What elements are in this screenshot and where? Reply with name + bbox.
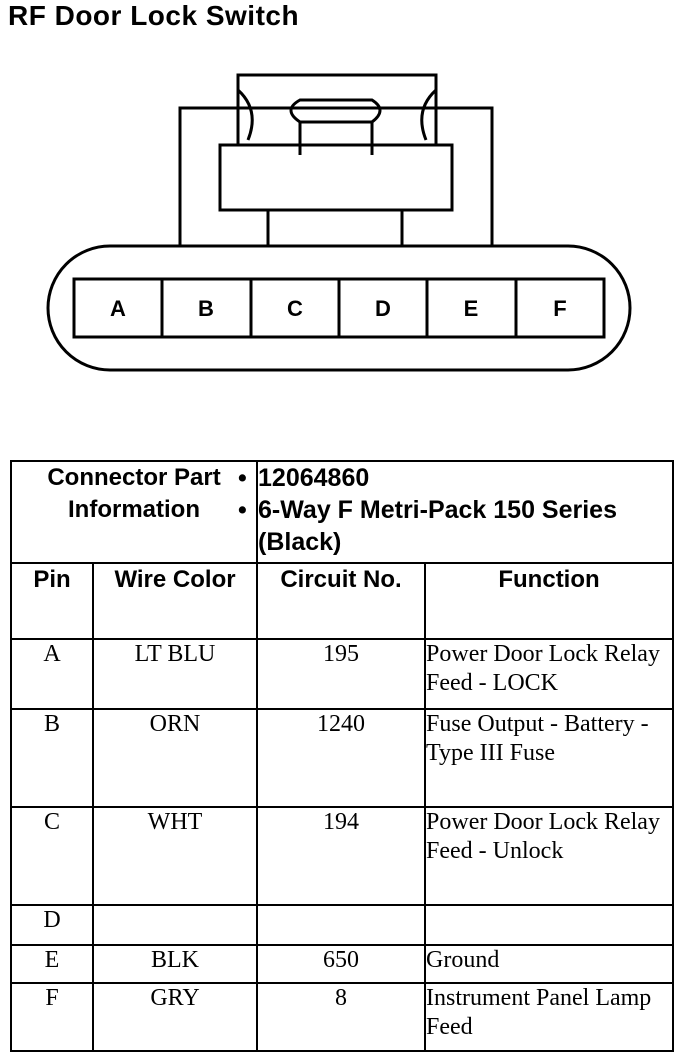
part-info-values: •12064860 •6-Way F Metri-Pack 150 Series…: [238, 460, 675, 564]
circuit-cell: 8: [256, 982, 427, 1052]
connector-pin-d: D: [375, 296, 391, 321]
part-info-row: Connector Part Information •12064860 •6-…: [9, 460, 675, 564]
part-description-text: 6-Way F Metri-Pack 150 Series (Black): [258, 496, 617, 556]
part-info-label: Connector Part Information: [9, 460, 259, 564]
connector-pin-f: F: [553, 296, 566, 321]
circuit-cell: 195: [256, 638, 427, 710]
pin-cell: C: [10, 806, 94, 906]
function-cell: Power Door Lock Relay Feed - Unlock: [424, 806, 675, 906]
wire-color-cell: GRY: [91, 982, 259, 1052]
pin-cell: F: [10, 982, 94, 1052]
latch-tab: [289, 98, 382, 124]
part-number: •12064860: [238, 464, 370, 492]
connector-pin-a: A: [110, 296, 126, 321]
part-number-text: 12064860: [258, 464, 370, 492]
circuit-cell: 650: [256, 944, 427, 984]
connector-latch: [236, 73, 438, 147]
connector-pin-b: B: [198, 296, 214, 321]
header-pin: Pin: [10, 562, 94, 640]
pin-cell: B: [10, 708, 94, 808]
connector-pin-e: E: [464, 296, 479, 321]
wire-color-cell: LT BLU: [91, 638, 259, 710]
wire-color-cell: [91, 904, 259, 946]
circuit-cell: 194: [256, 806, 427, 906]
wire-color-cell: ORN: [91, 708, 259, 808]
connector-shoulders: [178, 106, 494, 250]
connector-diagram: A B C D E F: [46, 73, 632, 372]
connector-pin-c: C: [287, 296, 303, 321]
circuit-cell: [256, 904, 427, 946]
header-row: Pin Wire Color Circuit No. Function: [10, 562, 675, 640]
function-cell: Instrument Panel Lamp Feed: [424, 982, 675, 1052]
header-function: Function: [424, 562, 675, 640]
function-cell: [424, 904, 675, 946]
pin-cell: E: [10, 944, 94, 984]
pin-cell: A: [10, 638, 94, 710]
pin-cell: D: [10, 904, 94, 946]
function-cell: Ground: [424, 944, 675, 984]
header-circuit: Circuit No.: [256, 562, 427, 640]
function-cell: Power Door Lock Relay Feed - LOCK: [424, 638, 675, 710]
page-title: RF Door Lock Switch: [8, 0, 300, 31]
wire-color-cell: BLK: [91, 944, 259, 984]
part-description: •6-Way F Metri-Pack 150 Series (Black): [238, 496, 617, 556]
table-row: D: [10, 904, 675, 946]
function-cell: Fuse Output - Battery - Type III Fuse: [424, 708, 675, 808]
connector-info-table: Connector Part Information •12064860 •6-…: [9, 460, 675, 1052]
wire-color-cell: WHT: [91, 806, 259, 906]
header-wire-color: Wire Color: [91, 562, 259, 640]
circuit-cell: 1240: [256, 708, 427, 808]
